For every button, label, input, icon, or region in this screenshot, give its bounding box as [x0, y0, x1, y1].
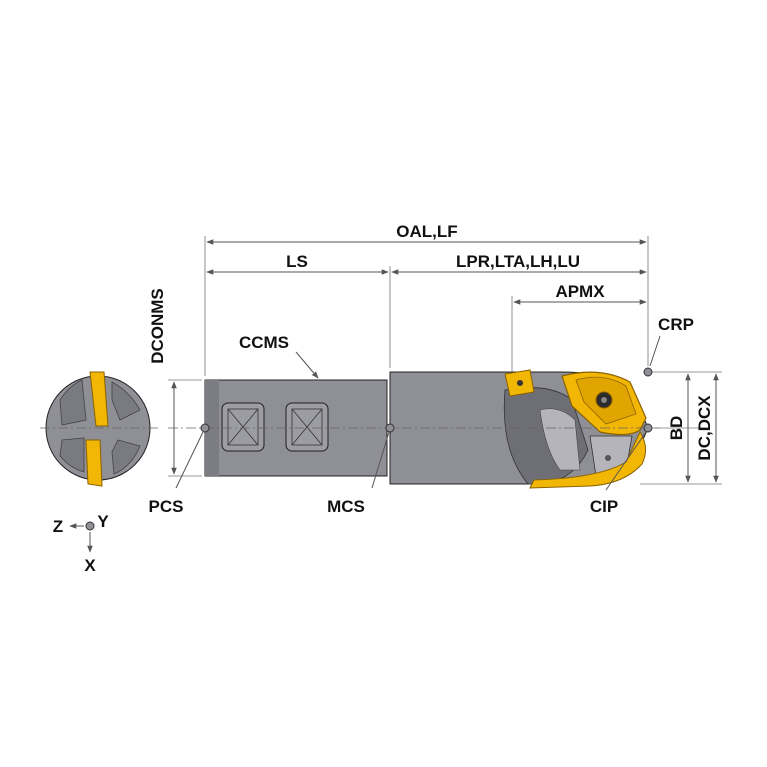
bd-label: BD: [667, 416, 686, 441]
mcs-label: MCS: [327, 497, 365, 516]
end-view-insert-top: [89, 371, 109, 427]
dimensions: OAL,LF LS LPR,LTA,LH,LU APMX CRP DCONMS …: [148, 222, 722, 516]
dc-dcx-label: DC,DCX: [695, 395, 714, 461]
end-view: [40, 371, 160, 487]
shank-flat-right: [285, 402, 329, 452]
crp-point: [643, 367, 653, 377]
ccms-label: CCMS: [239, 333, 289, 352]
oal-lf-label: OAL,LF: [396, 222, 457, 241]
cip-point: [643, 423, 653, 433]
axis-x-label: X: [84, 556, 96, 575]
dconms-label: DCONMS: [148, 288, 167, 364]
flute-highlight: [539, 408, 581, 471]
shank-flat-left: [221, 402, 265, 452]
pcs-point: [200, 423, 210, 433]
axis-y-icon: [85, 521, 95, 531]
axis-y-label: Y: [97, 512, 109, 531]
end-view-flute-right-top: [111, 381, 141, 421]
apmx-label: APMX: [555, 282, 605, 301]
mcs-point: [385, 423, 395, 433]
end-view-flute-bottom: [59, 437, 85, 473]
axis-z-label: Z: [53, 517, 63, 536]
lpr-label: LPR,LTA,LH,LU: [456, 252, 580, 271]
crp-label: CRP: [658, 315, 694, 334]
end-view-flute-right-bottom: [111, 439, 141, 475]
cip-label: CIP: [590, 497, 618, 516]
pcs-label: PCS: [149, 497, 184, 516]
ls-label: LS: [286, 252, 308, 271]
axis-indicator: Z Y X: [53, 512, 110, 575]
end-view-insert-bottom: [85, 439, 103, 487]
end-view-flute-top: [59, 379, 87, 426]
reference-points: [200, 367, 653, 433]
side-view: [168, 369, 660, 489]
